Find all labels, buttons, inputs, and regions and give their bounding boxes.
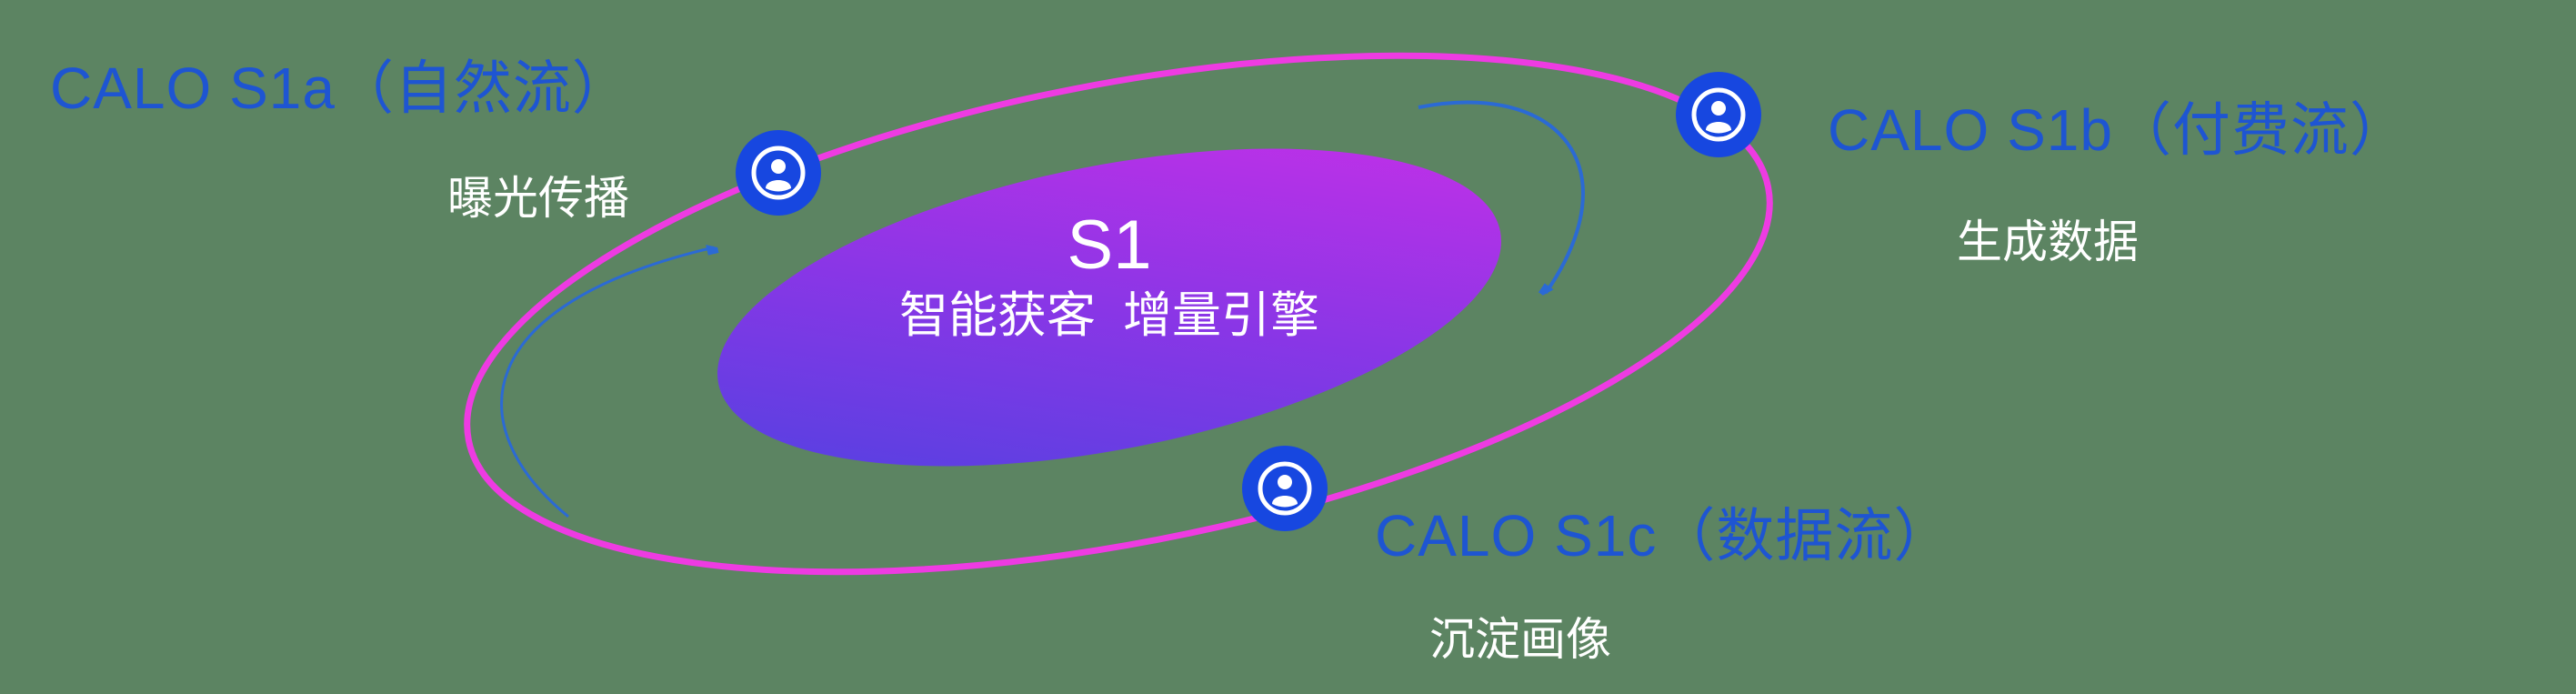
label-s1c-subtitle: 沉淀画像 bbox=[1429, 614, 1611, 665]
label-s1b-subtitle: 生成数据 bbox=[1957, 216, 2139, 267]
core-text-group: S1 智能获客 增量引擎 bbox=[709, 207, 1509, 347]
node-s1c bbox=[1242, 446, 1328, 531]
user-icon bbox=[1676, 72, 1761, 157]
core-ellipse bbox=[717, 148, 1501, 467]
core-subtitle: 智能获客 增量引擎 bbox=[898, 288, 1319, 343]
node-s1a bbox=[736, 130, 821, 216]
flow-arrow-right bbox=[1418, 100, 1585, 293]
label-s1b-title: CALO S1b（付费流） bbox=[1828, 97, 2409, 163]
label-s1c-title: CALO S1c（数据流） bbox=[1375, 503, 1953, 568]
orbit-ellipse bbox=[464, 52, 1773, 576]
label-s1a-title: CALO S1a（自然流） bbox=[50, 55, 631, 121]
label-s1a-subtitle: 曝光传播 bbox=[447, 173, 629, 224]
node-s1b bbox=[1676, 72, 1761, 157]
user-icon bbox=[736, 130, 821, 216]
flow-arrow-left bbox=[500, 247, 714, 518]
core-title: S1 bbox=[1067, 206, 1152, 284]
user-icon bbox=[1242, 446, 1328, 531]
